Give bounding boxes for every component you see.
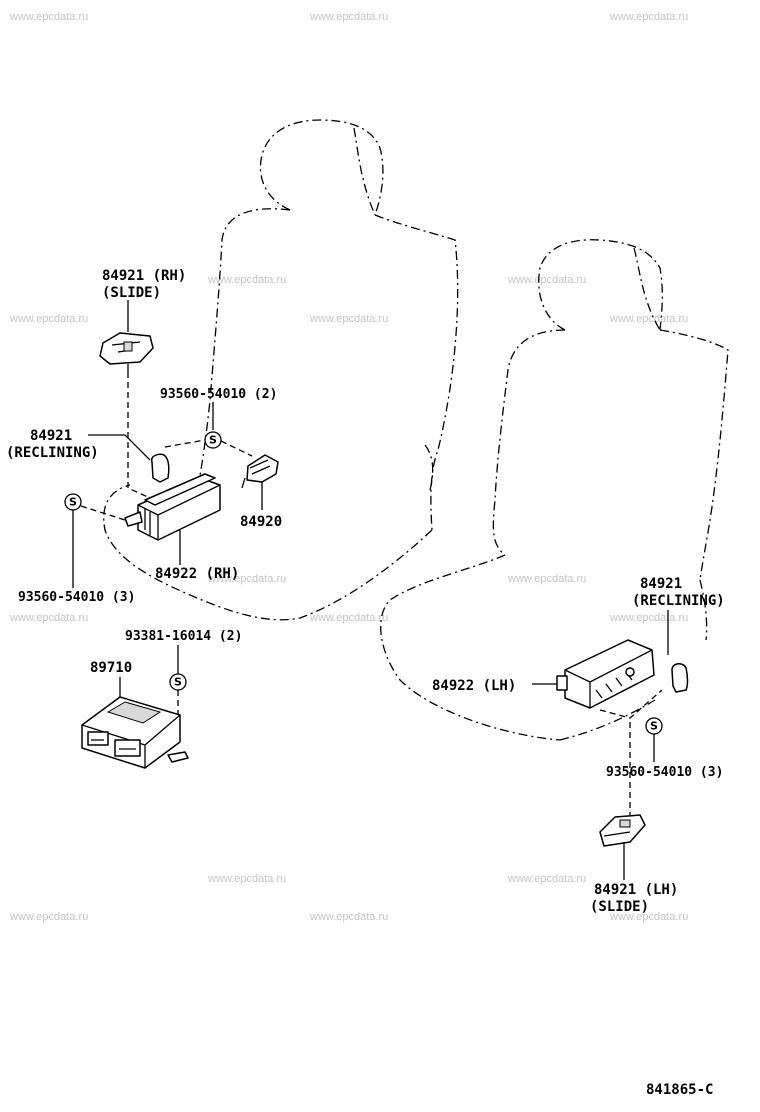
switch-assembly-rh-icon bbox=[124, 473, 221, 541]
watermark-layer: www.epcdata.ru www.epcdata.ru www.epcdat… bbox=[9, 11, 688, 923]
watermark: www.epcdata.ru bbox=[207, 573, 286, 585]
label-screw-top: 93560-54010 (2) bbox=[160, 387, 277, 402]
ecu-box-icon bbox=[81, 696, 189, 769]
svg-text:S: S bbox=[69, 496, 77, 509]
watermark: www.epcdata.ru bbox=[9, 911, 88, 923]
screw-top-guide-left bbox=[164, 439, 206, 448]
watermark: www.epcdata.ru bbox=[309, 313, 388, 325]
watermark: www.epcdata.ru bbox=[207, 274, 286, 286]
screw-symbol-icon: S bbox=[169, 673, 187, 691]
seat-lh-outline-icon bbox=[380, 239, 729, 741]
screw-symbol-icon: S bbox=[645, 717, 663, 735]
label-reclining-lh-part: 84921 bbox=[640, 576, 682, 592]
label-slide-lh-part: 84921 (LH) bbox=[594, 882, 678, 898]
watermark: www.epcdata.ru bbox=[507, 274, 586, 286]
reclining-knob-lh-icon bbox=[671, 663, 689, 693]
watermark: www.epcdata.ru bbox=[9, 11, 88, 23]
label-screw-left: 93560-54010 (3) bbox=[18, 590, 135, 605]
watermark: www.epcdata.ru bbox=[207, 873, 286, 885]
watermark: www.epcdata.ru bbox=[507, 573, 586, 585]
slide-knob-rh-icon bbox=[99, 332, 154, 372]
leader-reclining-rh bbox=[88, 434, 151, 461]
label-reclining-rh-part: 84921 bbox=[30, 428, 72, 444]
label-slide-rh-part: 84921 (RH) bbox=[102, 268, 186, 284]
switch-assembly-lh-icon bbox=[556, 639, 655, 709]
watermark: www.epcdata.ru bbox=[309, 911, 388, 923]
slide-rh-guide-line bbox=[127, 372, 151, 499]
slide-knob-lh-icon bbox=[599, 814, 646, 880]
watermark: www.epcdata.ru bbox=[609, 612, 688, 624]
watermark: www.epcdata.ru bbox=[9, 612, 88, 624]
label-slide-lh-name: (SLIDE) bbox=[590, 899, 649, 915]
watermark: www.epcdata.ru bbox=[309, 612, 388, 624]
watermark: www.epcdata.ru bbox=[507, 873, 586, 885]
watermark: www.epcdata.ru bbox=[609, 11, 688, 23]
switch-lh-guide bbox=[599, 689, 663, 719]
screw-left-guide bbox=[80, 505, 126, 521]
svg-text:S: S bbox=[209, 434, 217, 447]
label-switch-rh: 84922 (RH) bbox=[155, 566, 239, 582]
watermark: www.epcdata.ru bbox=[609, 911, 688, 923]
label-screw-right: 93560-54010 (3) bbox=[606, 765, 723, 780]
label-part-84920: 84920 bbox=[240, 514, 282, 530]
svg-text:S: S bbox=[174, 676, 182, 689]
label-ecu-part: 89710 bbox=[90, 660, 132, 676]
watermark: www.epcdata.ru bbox=[9, 313, 88, 325]
watermark: www.epcdata.ru bbox=[309, 11, 388, 23]
drawing-code: 841865-C bbox=[646, 1082, 713, 1098]
label-reclining-rh-name: (RECLINING) bbox=[6, 445, 99, 461]
screw-symbol-icon: S bbox=[204, 431, 222, 449]
label-slide-rh-name: (SLIDE) bbox=[102, 285, 161, 301]
screw-top-guide-right bbox=[220, 440, 253, 457]
reclining-knob-rh-icon bbox=[150, 453, 170, 483]
watermark: www.epcdata.ru bbox=[609, 313, 688, 325]
label-reclining-lh-name: (RECLINING) bbox=[632, 593, 725, 609]
screw-symbol-icon: S bbox=[64, 493, 82, 511]
bracket-84920-icon bbox=[241, 454, 279, 500]
label-switch-lh: 84922 (LH) bbox=[432, 678, 516, 694]
svg-text:S: S bbox=[650, 720, 658, 733]
seat-rh-outline-icon bbox=[103, 119, 459, 621]
label-screw-ecu: 93381-16014 (2) bbox=[125, 629, 242, 644]
